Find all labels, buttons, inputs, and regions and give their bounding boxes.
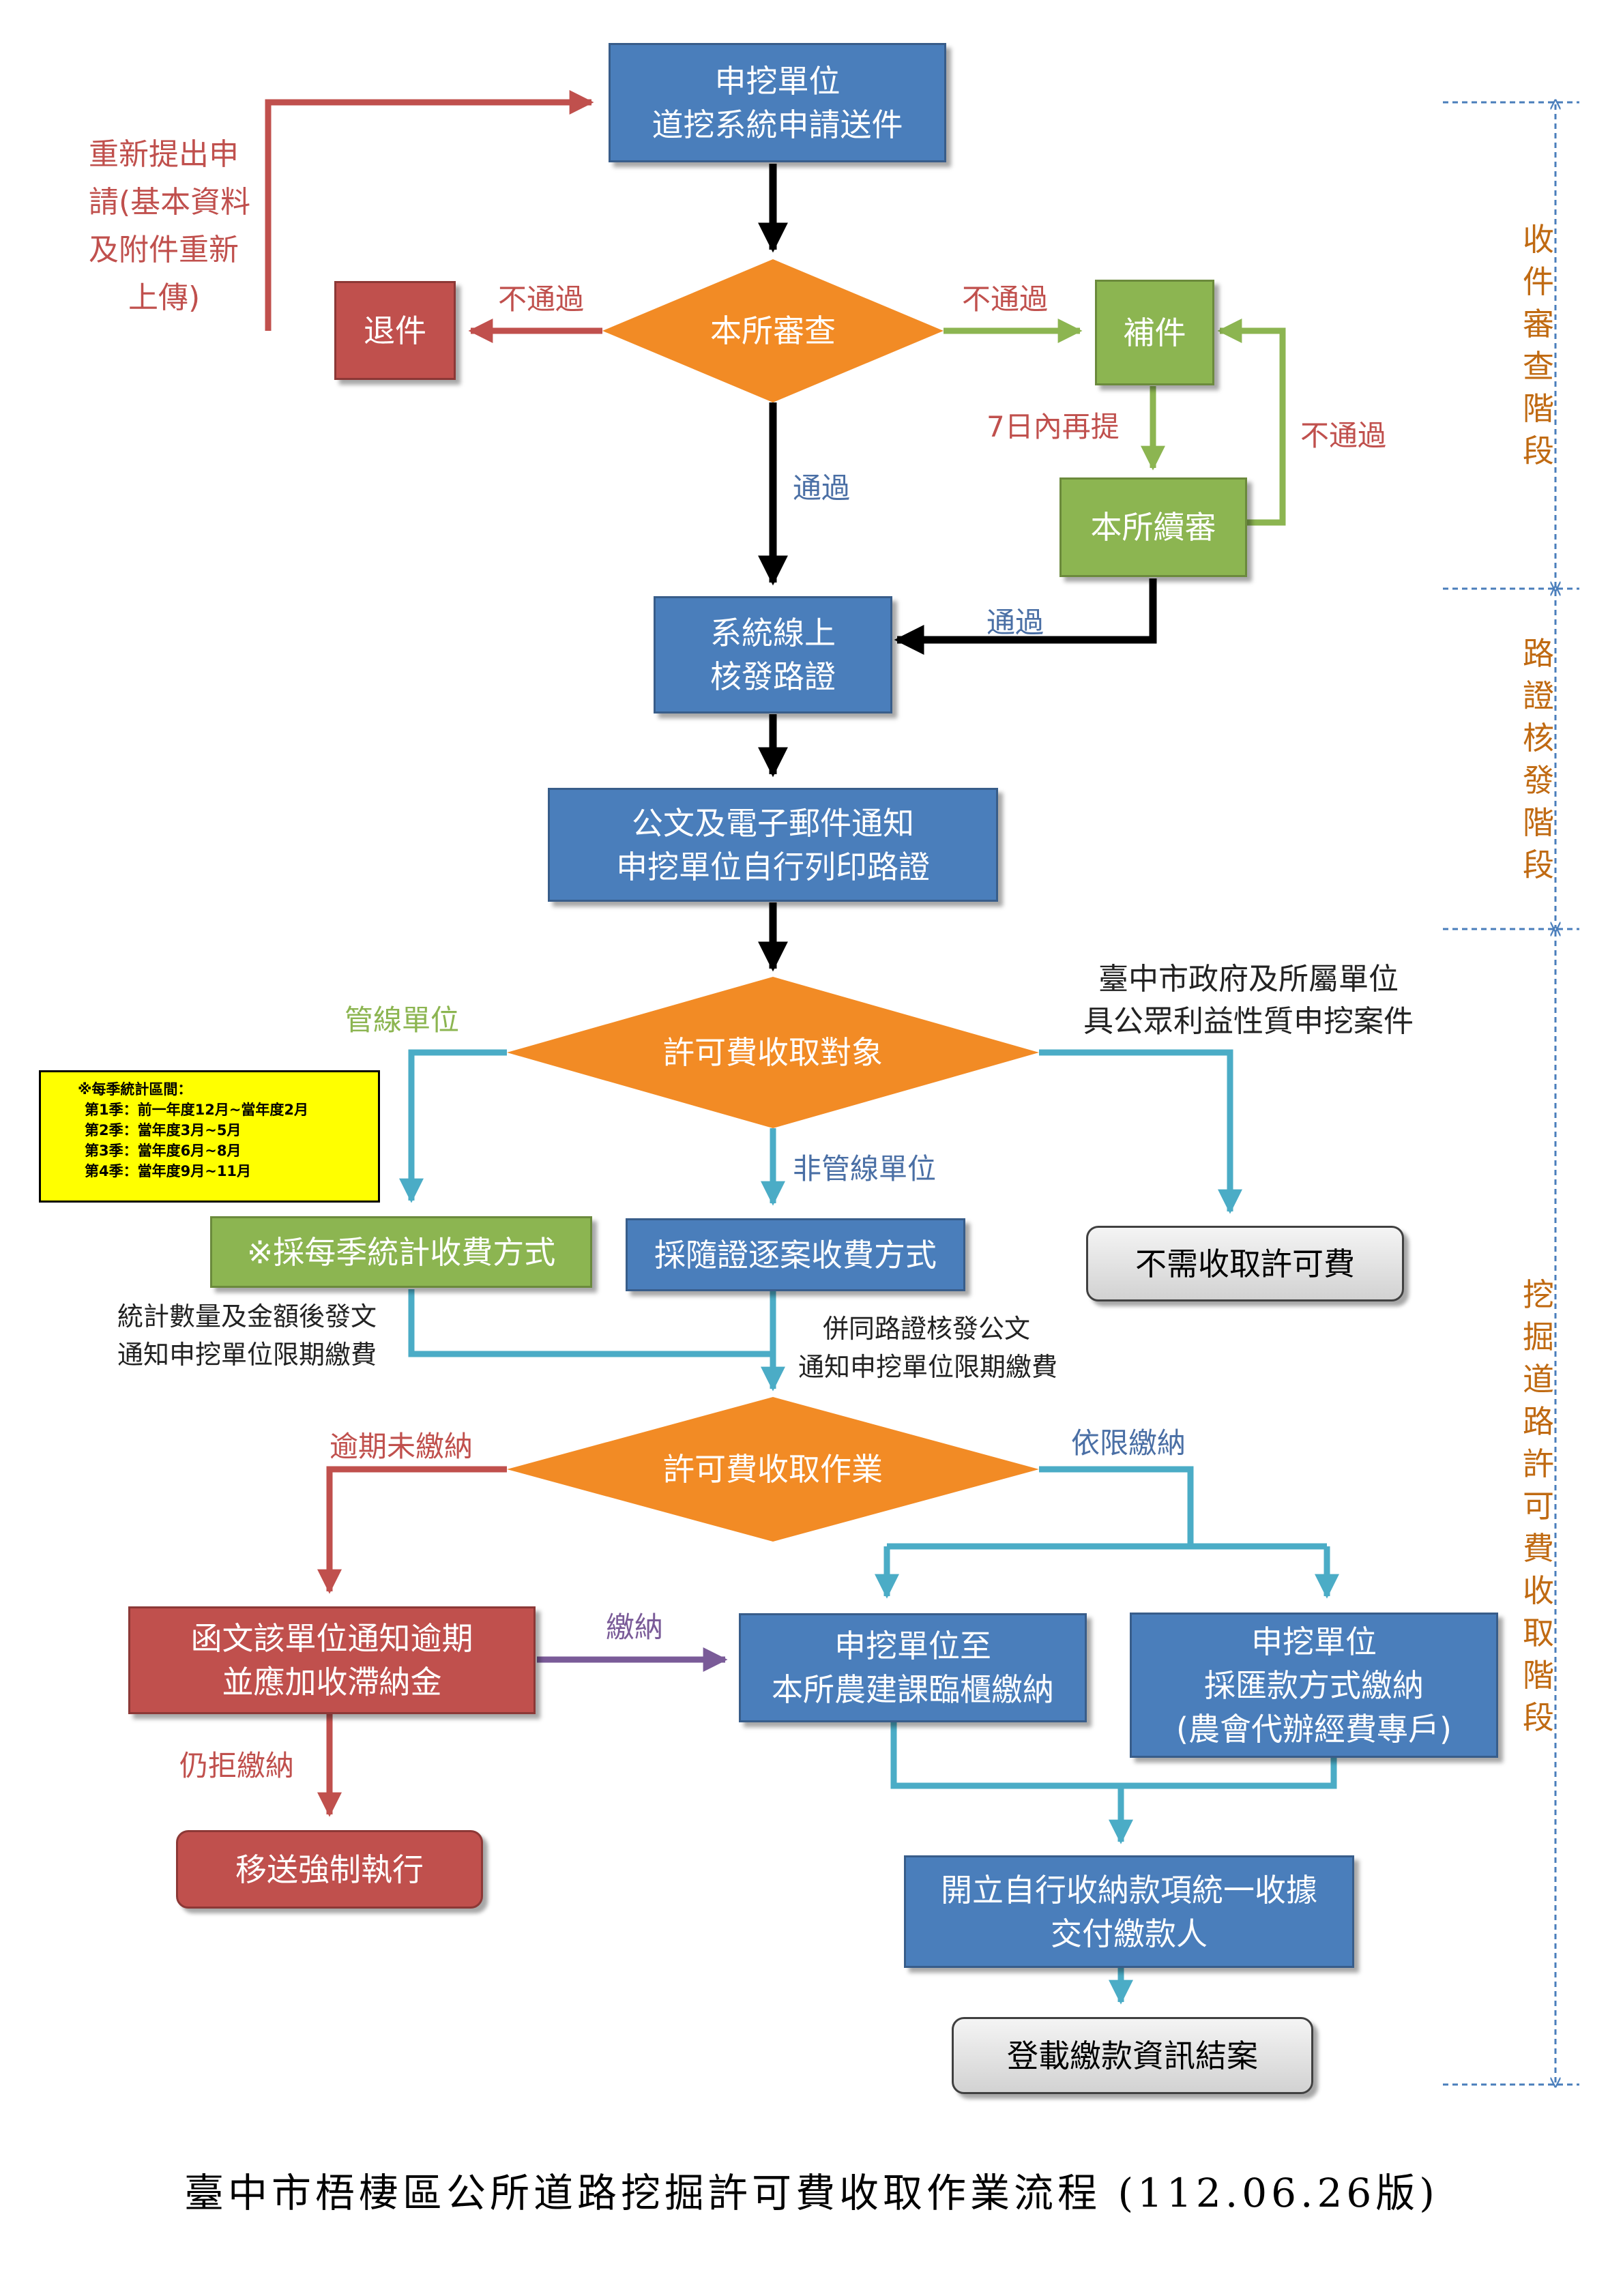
gov-cases-label: 臺中市政府及所屬單位 具公眾利益性質申挖案件 bbox=[1083, 962, 1414, 1039]
arrow-overdue bbox=[317, 1466, 507, 1594]
remit-pay-node: 申挖單位 採匯款方式繳納 (農會代辦經費專戶) bbox=[1130, 1613, 1498, 1758]
notify-node: 公文及電子郵件通知 申挖單位自行列印路證 bbox=[548, 788, 998, 902]
fail-left-label: 不通過 bbox=[498, 282, 585, 316]
arrow-quarterly-to-fee-work bbox=[408, 1289, 773, 1357]
on-time-label: 依限繳納 bbox=[1071, 1426, 1186, 1460]
no-fee-node: 不需收取許可費 bbox=[1086, 1226, 1404, 1301]
arrow-to-quarterly bbox=[399, 1049, 507, 1203]
pass-main-label: 通過 bbox=[793, 471, 851, 505]
pipeline-unit-label: 管線單位 bbox=[345, 1003, 460, 1037]
arrow-counter-to-receipt bbox=[890, 1701, 1337, 1789]
fee-target-diamond bbox=[507, 977, 1039, 1128]
still-refuse-label: 仍拒繳納 bbox=[179, 1749, 295, 1782]
reject-node: 退件 bbox=[334, 281, 456, 380]
stage-fee-label: 挖掘道路許可費收取階段 bbox=[1523, 1276, 1554, 1736]
apply-node: 申挖單位 道挖系統申請送件 bbox=[609, 43, 946, 162]
quarterly-note-label: 統計數量及金額後發文 通知申挖單位限期繳費 bbox=[117, 1301, 377, 1370]
arrow-continue-pass bbox=[894, 578, 1157, 655]
review-label: 本所審查 bbox=[710, 312, 836, 349]
issue-node: 系統線上 核發路證 bbox=[654, 596, 892, 713]
arrow-resubmit bbox=[265, 90, 594, 331]
stage-review-label: 收件審查階段 bbox=[1523, 221, 1554, 469]
non-pipeline-unit-label: 非管線單位 bbox=[793, 1152, 937, 1186]
resubmit-7days-label: 7日內再提 bbox=[986, 410, 1120, 443]
fail-right-label: 不通過 bbox=[962, 282, 1049, 316]
arrow-to-no-fee bbox=[1039, 1049, 1242, 1214]
continue-review-node: 本所續審 bbox=[1059, 477, 1247, 577]
resubmit-label: 重新提出申 請(基本資料 及附件重新 上傳) bbox=[89, 137, 251, 315]
per-case-node: 採隨證逐案收費方式 bbox=[626, 1218, 965, 1291]
per-case-note-label: 併同路證核發公文 通知申挖單位限期繳費 bbox=[798, 1314, 1058, 1382]
overdue-letter-node: 函文該單位通知逾期 並應加收滯納金 bbox=[128, 1606, 536, 1714]
supplement-node: 補件 bbox=[1095, 280, 1214, 385]
arrow-continue-fail bbox=[1217, 319, 1286, 526]
fail-loop-label: 不通過 bbox=[1300, 419, 1387, 452]
counter-pay-node: 申挖單位至 本所農建課臨櫃繳納 bbox=[739, 1613, 1087, 1722]
pass-side-label: 通過 bbox=[986, 606, 1044, 639]
fee-work-label: 許可費收取作業 bbox=[663, 1451, 883, 1488]
pay-label: 繳納 bbox=[606, 1610, 664, 1644]
close-node: 登載繳款資訊結案 bbox=[952, 2017, 1313, 2094]
stage-issue-label: 路證核發階段 bbox=[1523, 635, 1554, 883]
quarterly-node: ※採每季統計收費方式 bbox=[210, 1216, 592, 1288]
arrow-on-time bbox=[1039, 1466, 1194, 1546]
quarter-note: ※每季統計區間： 第1季：前一年度12月~當年度2月 第2季：當年度3月~5月 … bbox=[39, 1070, 380, 1203]
overdue-label: 逾期未繳納 bbox=[330, 1430, 473, 1463]
receipt-node: 開立自行收納款項統一收據 交付繳款人 bbox=[904, 1855, 1354, 1968]
review-diamond bbox=[602, 259, 944, 402]
enforce-node: 移送強制執行 bbox=[176, 1830, 483, 1909]
page-caption: 臺中市梧棲區公所道路挖掘許可費收取作業流程 (112.06.26版) bbox=[184, 2170, 1439, 2216]
fee-target-label: 許可費收取對象 bbox=[663, 1034, 883, 1071]
fee-work-diamond bbox=[507, 1397, 1039, 1542]
